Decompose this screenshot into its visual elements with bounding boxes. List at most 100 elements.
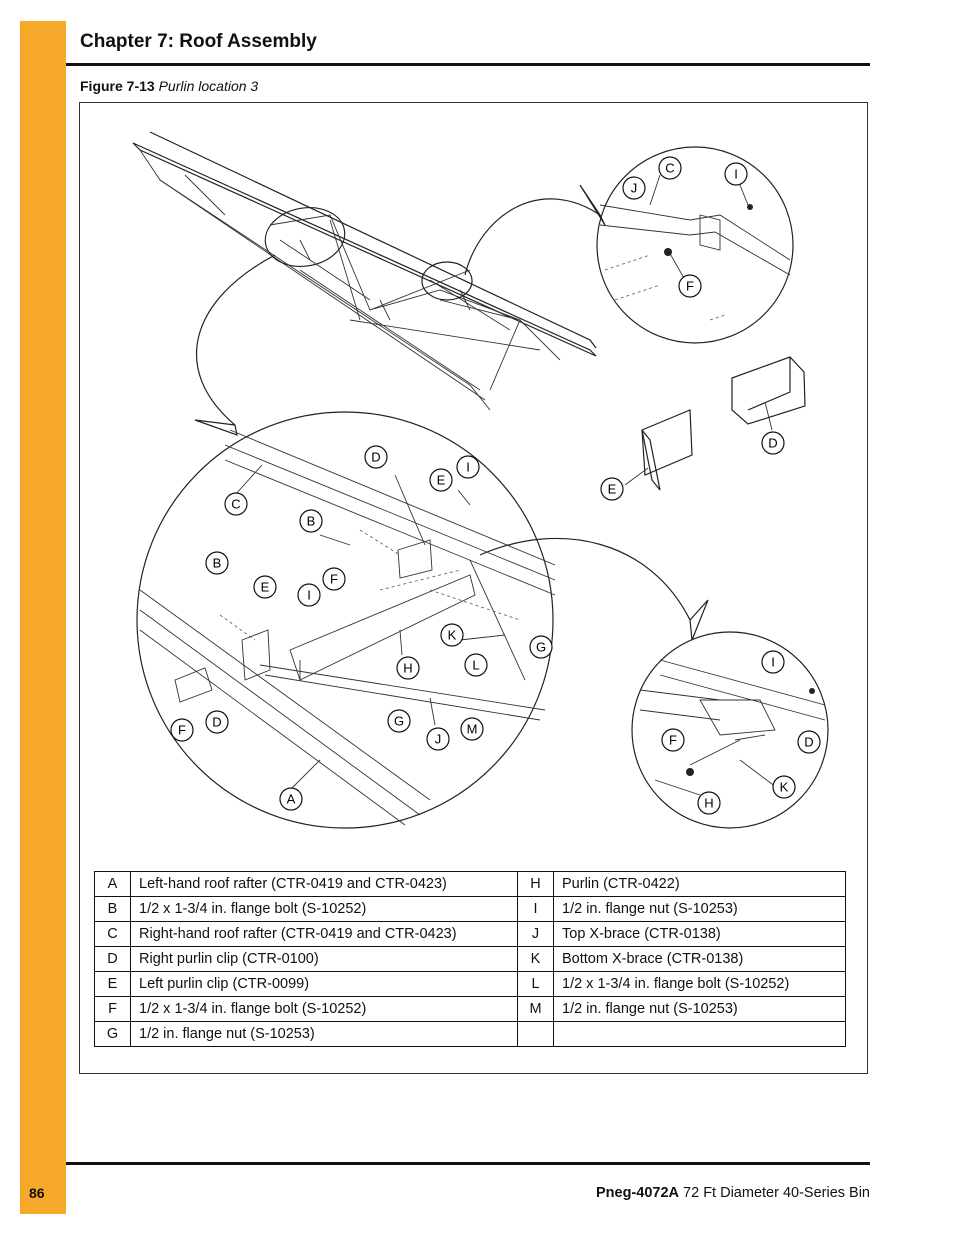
figure-number: Figure 7-13 <box>80 78 155 94</box>
overview-rafter-assembly <box>132 131 597 411</box>
detail-circle-bottom <box>631 631 829 829</box>
detail-circle-main <box>136 411 556 829</box>
svg-text:E: E <box>608 482 617 497</box>
part-key-cell: J <box>517 921 554 947</box>
part-description-cell: 1/2 x 1-3/4 in. flange bolt (S-10252) <box>553 971 846 997</box>
callout-h-main: H <box>396 656 420 680</box>
svg-text:J: J <box>631 181 638 196</box>
part-description-cell: Left purlin clip (CTR-0099) <box>130 971 518 997</box>
figure-title: Purlin location 3 <box>158 78 259 94</box>
svg-text:F: F <box>178 723 186 738</box>
svg-text:D: D <box>371 450 380 465</box>
callout-f-top: F <box>678 274 702 298</box>
part-description-cell: 1/2 x 1-3/4 in. flange bolt (S-10252) <box>130 996 518 1022</box>
svg-text:I: I <box>734 167 738 182</box>
callout-i-bottom: I <box>761 650 785 674</box>
svg-text:I: I <box>466 460 470 475</box>
part-key-cell <box>517 1021 554 1047</box>
callout-g2-main: G <box>387 709 411 733</box>
header-rule <box>66 63 870 66</box>
callout-i-top: I <box>724 162 748 186</box>
svg-text:B: B <box>307 514 316 529</box>
callout-f-bottom: F <box>661 728 685 752</box>
part-key-cell: D <box>94 946 131 972</box>
svg-text:F: F <box>330 572 338 587</box>
svg-text:I: I <box>307 588 311 603</box>
svg-text:K: K <box>780 780 789 795</box>
svg-text:D: D <box>804 735 813 750</box>
svg-text:H: H <box>704 796 713 811</box>
part-key-cell: B <box>94 896 131 922</box>
callout-c-main: C <box>224 492 248 516</box>
detail-arrow-bottom <box>479 537 691 621</box>
callout-b2-main: B <box>205 551 229 575</box>
svg-text:A: A <box>287 792 296 807</box>
part-description-cell <box>553 1021 846 1047</box>
part-key-cell: E <box>94 971 131 997</box>
detail-arrow-main <box>196 254 276 426</box>
callout-j-top: J <box>622 176 646 200</box>
svg-text:G: G <box>394 714 404 729</box>
part-key-cell: G <box>94 1021 131 1047</box>
callout-d-clip: D <box>761 431 785 455</box>
svg-text:K: K <box>448 628 457 643</box>
page-number: 86 <box>29 1185 45 1201</box>
part-key-cell: M <box>517 996 554 1022</box>
loose-purlin-clips <box>624 356 806 491</box>
svg-text:D: D <box>212 715 221 730</box>
svg-text:M: M <box>467 722 478 737</box>
callout-f-main: F <box>322 567 346 591</box>
part-key-cell: I <box>517 896 554 922</box>
part-key-cell: L <box>517 971 554 997</box>
figure-caption: Figure 7-13 Purlin location 3 <box>80 78 258 94</box>
part-key-cell: A <box>94 871 131 897</box>
part-description-cell: Right purlin clip (CTR-0100) <box>130 946 518 972</box>
part-key-cell: K <box>517 946 554 972</box>
svg-text:H: H <box>403 661 412 676</box>
part-description-cell: 1/2 in. flange nut (S-10253) <box>553 996 846 1022</box>
svg-text:C: C <box>231 497 240 512</box>
detail-circle-top <box>596 146 794 344</box>
callout-m-main: M <box>460 717 484 741</box>
svg-text:J: J <box>435 732 442 747</box>
callout-e2-main: E <box>253 575 277 599</box>
callout-k-main: K <box>440 623 464 647</box>
svg-text:L: L <box>472 658 479 673</box>
doc-code: Pneg-4072A <box>595 1185 679 1201</box>
figure-frame <box>79 102 868 1074</box>
chapter-side-bar <box>20 21 66 1214</box>
chapter-title: Chapter 7: Roof Assembly <box>80 31 317 52</box>
callout-j-main: J <box>426 727 450 751</box>
part-description-cell: 1/2 x 1-3/4 in. flange bolt (S-10252) <box>130 896 518 922</box>
callout-g-main: G <box>529 635 553 659</box>
svg-text:D: D <box>768 436 777 451</box>
footer-rule <box>66 1162 870 1165</box>
callout-b-main: B <box>299 509 323 533</box>
callout-i-main: I <box>456 455 480 479</box>
svg-text:G: G <box>536 640 546 655</box>
callout-d2-main: D <box>205 710 229 734</box>
svg-text:I: I <box>771 655 775 670</box>
document-info: Pneg-4072A 72 Ft Diameter 40-Series Bin <box>596 1185 870 1201</box>
callout-l-main: L <box>464 653 488 677</box>
callout-e-clip: E <box>600 477 624 501</box>
svg-text:F: F <box>669 733 677 748</box>
part-description-cell: Right-hand roof rafter (CTR-0419 and CTR… <box>130 921 518 947</box>
callout-a-main: A <box>279 787 303 811</box>
part-key-cell: C <box>94 921 131 947</box>
part-description-cell: Purlin (CTR-0422) <box>553 871 846 897</box>
part-description-cell: Left-hand roof rafter (CTR-0419 and CTR-… <box>130 871 518 897</box>
part-description-cell: Top X-brace (CTR-0138) <box>553 921 846 947</box>
svg-text:B: B <box>213 556 222 571</box>
callout-d-main: D <box>364 445 388 469</box>
part-description-cell: Bottom X-brace (CTR-0138) <box>553 946 846 972</box>
